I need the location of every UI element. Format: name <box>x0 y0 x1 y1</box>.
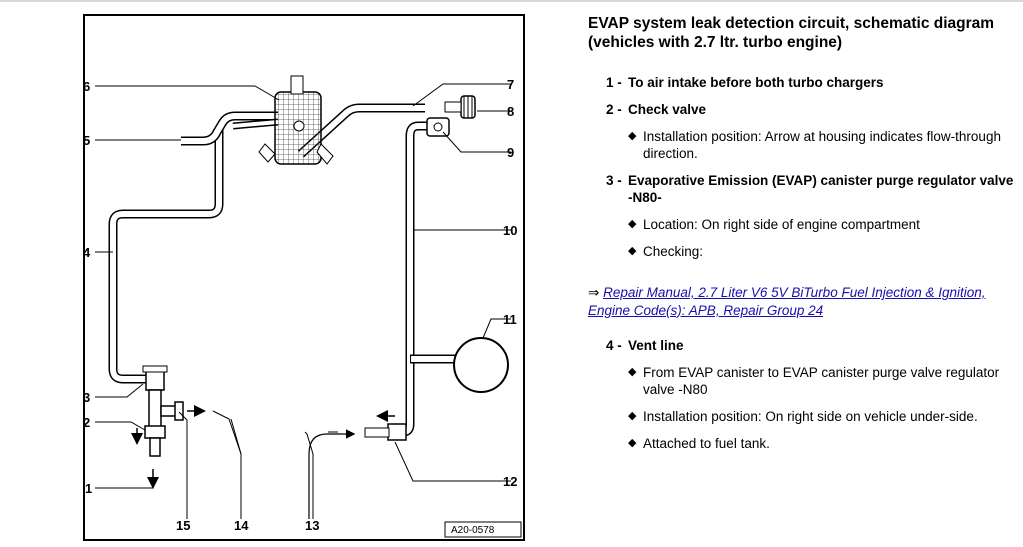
bullet-item: ◆ Attached to fuel tank. <box>588 435 1018 452</box>
item-number: 1 - <box>606 75 622 90</box>
diamond-bullet-icon: ◆ <box>628 218 637 230</box>
top-divider <box>0 0 1023 2</box>
callout-5: 5 <box>83 133 90 148</box>
bullet-item: ◆ Checking: <box>588 243 1018 260</box>
bullet-text: Installation position: Arrow at housing … <box>643 129 1001 161</box>
list-item-3: 3 - Evaporative Emission (EVAP) canister… <box>588 172 1018 206</box>
callout-3: 3 <box>83 390 90 405</box>
evap-canister <box>258 75 334 165</box>
callout-2: 2 <box>83 415 90 430</box>
bullet-item: ◆ Installation position: Arrow at housin… <box>588 128 1018 162</box>
callout-14: 14 <box>234 518 249 533</box>
diamond-bullet-icon: ◆ <box>628 410 637 422</box>
figure-id-box <box>444 521 522 538</box>
bullet-text: From EVAP canister to EVAP canister purg… <box>643 365 1000 397</box>
item-label: Vent line <box>628 338 684 353</box>
callout-6: 6 <box>83 79 90 94</box>
callout-13: 13 <box>305 518 319 533</box>
bullet-item: ◆ From EVAP canister to EVAP canister pu… <box>588 364 1018 398</box>
item-label: To air intake before both turbo chargers <box>628 75 884 90</box>
text-panel: EVAP system leak detection circuit, sche… <box>588 14 1018 452</box>
repair-manual-link[interactable]: Repair Manual, 2.7 Liter V6 5V BiTurbo F… <box>588 285 986 318</box>
arrow-13 <box>308 429 356 519</box>
bullet-text: Attached to fuel tank. <box>643 436 770 451</box>
item-label: Check valve <box>628 102 707 117</box>
bullet-item: ◆ Location: On right side of engine comp… <box>588 216 1018 233</box>
purge-valve-n80 <box>131 365 206 457</box>
diamond-bullet-icon: ◆ <box>628 366 637 378</box>
callout-7: 7 <box>507 77 514 92</box>
list-item-4: 4 - Vent line <box>588 337 1018 354</box>
double-arrow-icon: ⇒ <box>588 285 600 300</box>
callout-1: 1 <box>85 481 92 496</box>
bullet-text: Checking: <box>643 244 704 259</box>
schematic-diagram: 6 5 4 3 2 1 7 8 9 10 11 12 13 14 15 A20-… <box>83 14 525 542</box>
diamond-bullet-icon: ◆ <box>628 245 637 257</box>
item-label: Evaporative Emission (EVAP) canister pur… <box>628 173 1014 205</box>
diamond-bullet-icon: ◆ <box>628 130 637 142</box>
fuel-tank-11 <box>453 337 509 393</box>
item-number: 2 - <box>606 102 622 117</box>
callout-11: 11 <box>503 312 517 327</box>
callout-9: 9 <box>507 145 514 160</box>
repair-manual-link-block: ⇒ Repair Manual, 2.7 Liter V6 5V BiTurbo… <box>588 284 1018 319</box>
list-item-2: 2 - Check valve <box>588 101 1018 118</box>
list-item-1: 1 - To air intake before both turbo char… <box>588 74 1018 91</box>
figure-id: A20-0578 <box>451 525 495 536</box>
component-8 <box>444 95 476 119</box>
callout-10: 10 <box>503 223 517 238</box>
page-title: EVAP system leak detection circuit, sche… <box>588 15 995 51</box>
callout-15: 15 <box>176 518 190 533</box>
item-number: 3 - <box>606 173 622 188</box>
callout-4: 4 <box>83 245 91 260</box>
callout-8: 8 <box>507 104 514 119</box>
item-number: 4 - <box>606 338 622 353</box>
bullet-item: ◆ Installation position: On right side o… <box>588 408 1018 425</box>
component-9 <box>426 117 450 137</box>
diamond-bullet-icon: ◆ <box>628 437 637 449</box>
component-12 <box>364 410 407 441</box>
bullet-text: Installation position: On right side on … <box>643 409 978 424</box>
bullet-text: Location: On right side of engine compar… <box>643 217 920 232</box>
callout-12: 12 <box>503 474 517 489</box>
